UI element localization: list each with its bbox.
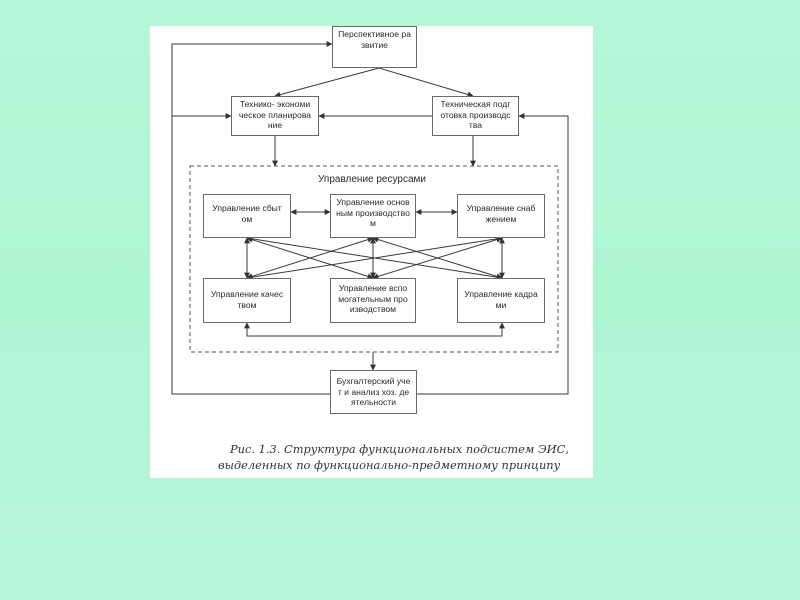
node-label: Управление основ <box>336 197 410 207</box>
node-label: ятельности <box>350 397 397 407</box>
link-quality-personnel-bottom <box>244 322 505 337</box>
node-label: Управление снаб <box>466 203 536 213</box>
node-label: ом <box>241 213 253 224</box>
node-label: Управление сбыт <box>212 203 282 213</box>
node-label: Технико- экономи <box>239 99 311 109</box>
resource-management-title: Управление ресурсами <box>318 174 426 185</box>
loop-left <box>171 41 333 395</box>
node-sales-management: Управление сбыт ом <box>203 194 291 238</box>
node-tech-production-prep: Техническая подг отовка производс тва <box>432 96 519 136</box>
resource-management-frame <box>189 165 559 353</box>
node-label: ми <box>495 299 507 310</box>
node-label: отовка производс <box>440 109 511 120</box>
node-accounting-analysis: Бухгалтерский уче т и анализ хоз. де яте… <box>330 370 417 414</box>
node-label: тва <box>468 120 483 130</box>
node-label: ние <box>267 120 283 130</box>
node-label: твом <box>237 299 257 310</box>
node-label: Бухгалтерский уче <box>336 376 411 386</box>
node-label: м <box>370 218 376 228</box>
diagram-connectors <box>171 41 569 395</box>
node-label: изводством <box>349 304 397 314</box>
link-supply-aux <box>372 236 503 280</box>
node-supply-management: Управление снаб жением <box>457 194 545 238</box>
node-auxiliary-production-management: Управление вспо могательным про изводств… <box>330 278 416 323</box>
node-perspective-development: Перспективное ра звитие <box>332 26 417 68</box>
node-label: ческое планирова <box>238 109 312 120</box>
node-tech-econ-planning: Технико- экономи ческое планирова ние <box>231 96 319 136</box>
node-main-production-management: Управление основ ным производство м <box>330 194 416 238</box>
node-label: могательным про <box>338 293 408 304</box>
loop-right <box>417 113 569 395</box>
diagram-figure: Перспективное ра звитие Технико- экономи… <box>150 26 593 478</box>
node-label: звитие <box>361 39 388 50</box>
figure-caption-line-1: Рис. 1.3. Структура функциональных подси… <box>230 442 569 456</box>
arrow-perspective-to-tech-econ <box>274 67 380 98</box>
arrow-perspective-to-tech-prep <box>378 67 474 98</box>
node-label: Управление качес <box>210 289 284 299</box>
node-label: Перспективное ра <box>338 29 411 39</box>
node-label: жением <box>485 213 517 224</box>
node-quality-management: Управление качес твом <box>203 278 291 323</box>
node-label: Управление кадра <box>464 289 538 299</box>
node-label: Управление вспо <box>338 283 408 293</box>
figure-caption-line-2: выделенных по функционально-предметному … <box>218 458 561 472</box>
node-label: т и анализ хоз. де <box>337 386 410 397</box>
node-label: ным производство <box>336 207 410 218</box>
node-label: Техническая подг <box>440 99 511 109</box>
node-personnel-management: Управление кадра ми <box>457 278 545 323</box>
